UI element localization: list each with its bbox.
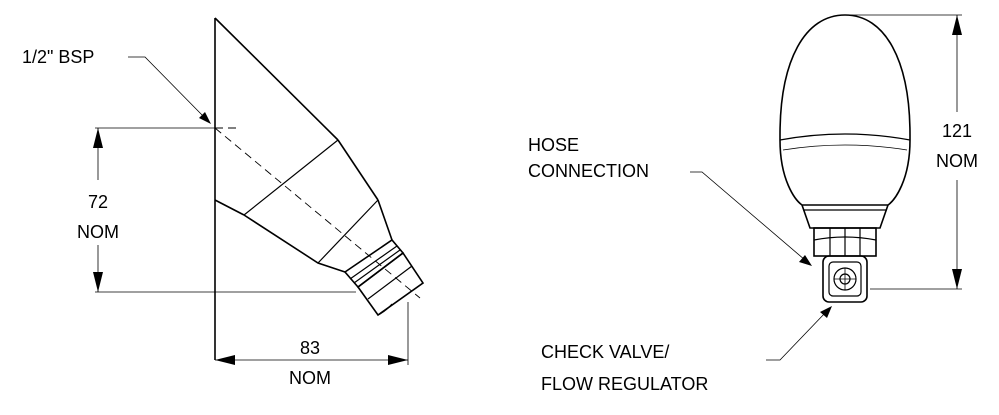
height-unit: NOM: [77, 222, 119, 242]
height-dimension: [93, 127, 356, 293]
dome-seam: [779, 133, 911, 141]
height-value: 72: [88, 192, 108, 212]
check-valve: [822, 255, 868, 303]
thread-label: 1/2" BSP: [22, 47, 94, 67]
valve-label-line2: FLOW REGULATOR: [541, 374, 708, 394]
end-view: 121 NOM HOSE CONNECTION CHECK VALVE/ FLO…: [528, 14, 978, 394]
nozzle-body-outline: [214, 17, 393, 273]
hose-label-line1: HOSE: [528, 135, 579, 155]
hose-label-line2: CONNECTION: [528, 161, 649, 181]
valve-label-line1: CHECK VALVE/: [541, 342, 669, 362]
width-value: 83: [300, 338, 320, 358]
valve-leader: [766, 306, 832, 361]
neck-section: [801, 204, 889, 229]
center-line: [214, 127, 421, 299]
height-dimension-end: [850, 14, 962, 290]
hose-leader: [690, 171, 812, 266]
hex-collar: [813, 227, 877, 257]
width-dimension: [215, 302, 409, 365]
outlet-fitting: [356, 251, 425, 317]
thread-leader: [128, 56, 211, 124]
width-unit: NOM: [289, 368, 331, 388]
height-value-end: 121: [942, 121, 972, 141]
dome-body: [779, 14, 911, 206]
height-unit-end: NOM: [936, 151, 978, 171]
side-view: 1/2" BSP 72 NOM 83 NOM: [22, 17, 425, 388]
